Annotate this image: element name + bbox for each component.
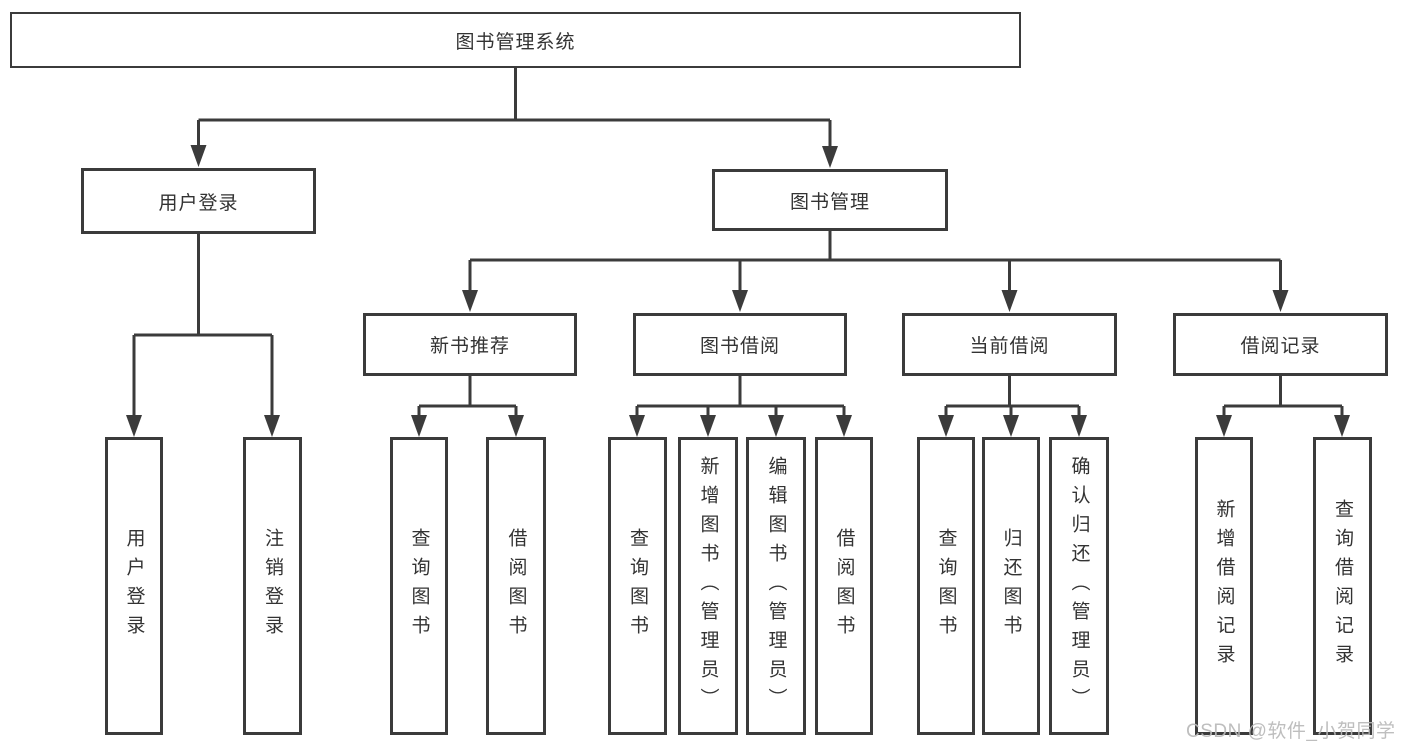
connector-new-book-recommend xyxy=(417,376,518,417)
leaf-cb-query-books: 查询图书 xyxy=(917,437,975,735)
leaf-logout-label: 注销登录 xyxy=(262,528,283,644)
node-current-borrowing: 当前借阅 xyxy=(902,313,1117,376)
leaf-bb-query-books-label: 查询图书 xyxy=(627,528,648,644)
leaf-br-query-record: 查询借阅记录 xyxy=(1313,437,1372,735)
leaf-cb-return-books-label: 归还图书 xyxy=(1000,528,1022,644)
leaf-cb-confirm-return-admin: 确认归还（管理员） xyxy=(1049,437,1109,735)
leaf-br-add-record: 新增借阅记录 xyxy=(1195,437,1253,735)
leaf-cb-return-books: 归还图书 xyxy=(982,437,1040,735)
node-book-management: 图书管理 xyxy=(712,169,948,231)
connector-user-login xyxy=(132,234,274,416)
connector-root xyxy=(197,68,832,147)
leaf-bb-borrow-books: 借阅图书 xyxy=(815,437,873,735)
leaf-bb-add-books-admin: 新增图书（管理员） xyxy=(678,437,738,735)
leaf-br-add-record-label: 新增借阅记录 xyxy=(1213,499,1235,673)
leaf-nbr-query-books-label: 查询图书 xyxy=(408,528,430,644)
leaf-bb-add-books-admin-label: 新增图书（管理员） xyxy=(697,455,719,717)
leaf-bb-edit-books-admin: 编辑图书（管理员） xyxy=(746,437,806,735)
node-borrowing-records: 借阅记录 xyxy=(1173,313,1388,376)
connector-book-management xyxy=(468,231,1282,291)
node-library-management-system: 图书管理系统 xyxy=(10,12,1021,68)
leaf-logout: 注销登录 xyxy=(243,437,302,735)
leaf-nbr-borrow-books-label: 借阅图书 xyxy=(505,528,527,644)
connector-current-borrowing xyxy=(944,376,1081,417)
leaf-bb-edit-books-admin-label: 编辑图书（管理员） xyxy=(765,455,787,717)
leaf-nbr-borrow-books: 借阅图书 xyxy=(486,437,546,735)
connector-book-borrowing xyxy=(635,376,846,417)
leaf-br-query-record-label: 查询借阅记录 xyxy=(1332,499,1353,673)
node-book-borrowing: 图书借阅 xyxy=(633,313,847,376)
leaf-bb-query-books: 查询图书 xyxy=(608,437,667,735)
csdn-watermark: CSDN @软件_小贺同学 xyxy=(1186,721,1396,742)
leaf-bb-borrow-books-label: 借阅图书 xyxy=(833,528,855,644)
connector-borrowing-records xyxy=(1222,376,1344,417)
leaf-user-login-label: 用户登录 xyxy=(123,528,145,644)
node-new-book-recommend: 新书推荐 xyxy=(363,313,577,376)
leaf-cb-confirm-return-admin-label: 确认归还（管理员） xyxy=(1068,455,1090,717)
node-user-login: 用户登录 xyxy=(81,168,316,234)
leaf-cb-query-books-label: 查询图书 xyxy=(935,528,957,644)
leaf-user-login: 用户登录 xyxy=(105,437,163,735)
leaf-nbr-query-books: 查询图书 xyxy=(390,437,448,735)
arrowheads xyxy=(126,145,1350,437)
